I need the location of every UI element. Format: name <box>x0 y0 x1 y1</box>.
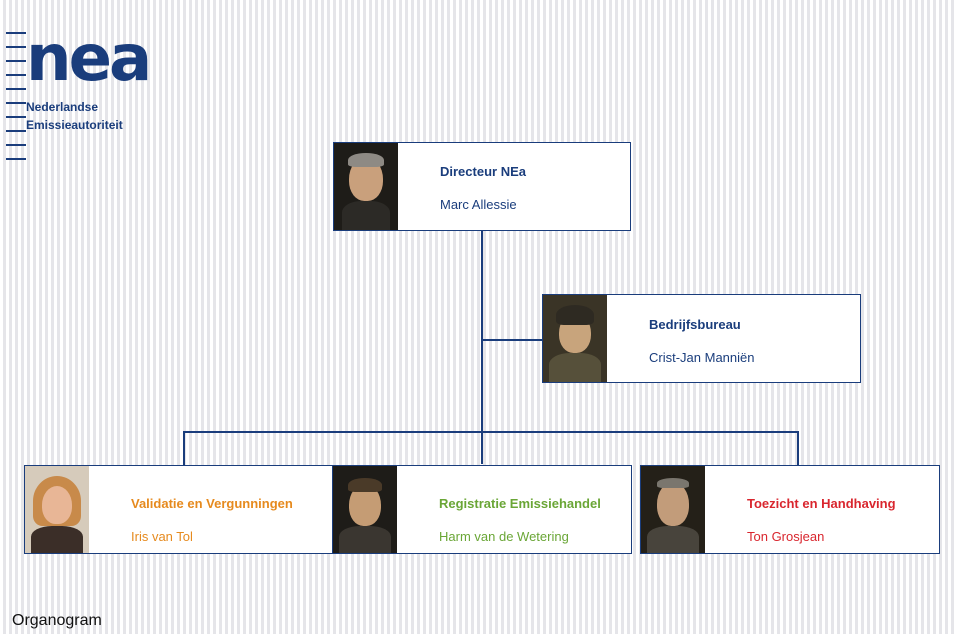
registratie-photo <box>333 466 397 553</box>
director-title: Directeur NEa <box>440 164 526 179</box>
bureau-title: Bedrijfsbureau <box>649 317 741 332</box>
director-photo <box>334 143 398 230</box>
toezicht-photo <box>641 466 705 553</box>
logo-wordmark: nea <box>26 22 152 96</box>
connector-director-down <box>481 229 483 464</box>
bureau-photo <box>543 295 607 382</box>
logo-subtitle-line2: Emissieautoriteit <box>26 118 123 132</box>
toezicht-title: Toezicht en Handhaving <box>747 496 896 511</box>
connector-to-validatie <box>183 431 185 466</box>
registratie-name: Harm van de Wetering <box>439 529 569 544</box>
validatie-title: Validatie en Vergunningen <box>131 496 293 511</box>
org-card-bedrijfsbureau: Bedrijfsbureau Crist-Jan Manniën <box>542 294 861 383</box>
org-card-validatie: Validatie en Vergunningen Iris van Tol <box>24 465 342 554</box>
validatie-photo <box>25 466 89 553</box>
bureau-name: Crist-Jan Manniën <box>649 350 755 365</box>
nea-logo: nea Nederlandse Emissieautoriteit <box>0 24 160 164</box>
org-card-toezicht: Toezicht en Handhaving Ton Grosjean <box>640 465 940 554</box>
org-card-registratie: Registratie Emissiehandel Harm van de We… <box>332 465 632 554</box>
registratie-title: Registratie Emissiehandel <box>439 496 601 511</box>
director-name: Marc Allessie <box>440 197 517 212</box>
validatie-name: Iris van Tol <box>131 529 193 544</box>
connector-to-bureau <box>481 339 543 341</box>
toezicht-name: Ton Grosjean <box>747 529 825 544</box>
connector-horizontal-bus <box>183 431 798 433</box>
caption: Organogram <box>12 612 102 629</box>
org-card-director: Directeur NEa Marc Allessie <box>333 142 631 231</box>
connector-to-toezicht <box>797 431 799 466</box>
logo-subtitle-line1: Nederlandse <box>26 100 99 114</box>
